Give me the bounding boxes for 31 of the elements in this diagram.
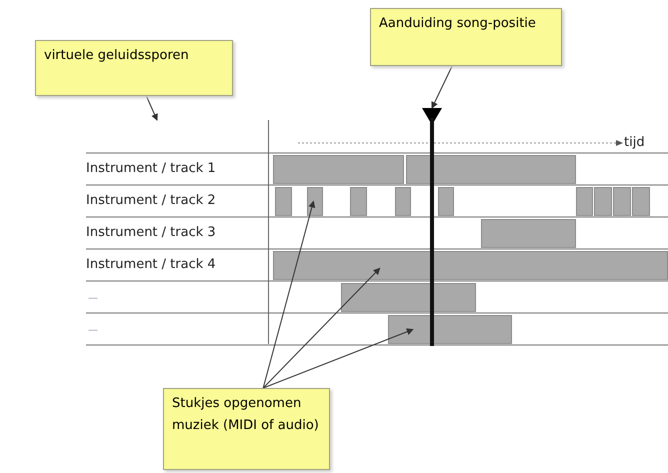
leader-line xyxy=(431,66,453,109)
audio-clip xyxy=(613,187,631,216)
callout-box: Aanduiding song-positie xyxy=(370,8,562,66)
audio-clip xyxy=(350,187,367,216)
audio-clip xyxy=(275,187,292,216)
audio-clip xyxy=(594,187,612,216)
callout-box: virtuele geluidssporen xyxy=(35,40,233,96)
audio-clip xyxy=(307,187,323,216)
audio-clip xyxy=(388,315,512,344)
track-label: Instrument / track 2 xyxy=(86,192,216,210)
track-label: Instrument / track 3 xyxy=(86,224,216,242)
track-label: — xyxy=(88,292,98,306)
audio-clip xyxy=(406,155,576,184)
callout-box: Stukjes opgenomen muziek (MIDI of audio) xyxy=(163,388,330,470)
audio-clip xyxy=(481,219,576,248)
track-label: Instrument / track 4 xyxy=(86,256,216,274)
audio-clip xyxy=(341,283,476,312)
audio-clip xyxy=(632,187,650,216)
leader-line xyxy=(146,96,158,121)
track-label: — xyxy=(88,324,98,338)
leader-line xyxy=(262,328,414,388)
leader-line xyxy=(262,268,380,388)
audio-clip xyxy=(273,251,668,280)
audio-clip xyxy=(273,155,404,184)
audio-clip xyxy=(395,187,411,216)
track-grid xyxy=(86,120,668,346)
audio-clip xyxy=(576,187,593,216)
track-label: Instrument / track 1 xyxy=(86,160,216,178)
leader-line xyxy=(262,200,316,388)
audio-clip xyxy=(438,187,454,216)
track-label: tijd xyxy=(624,134,645,152)
